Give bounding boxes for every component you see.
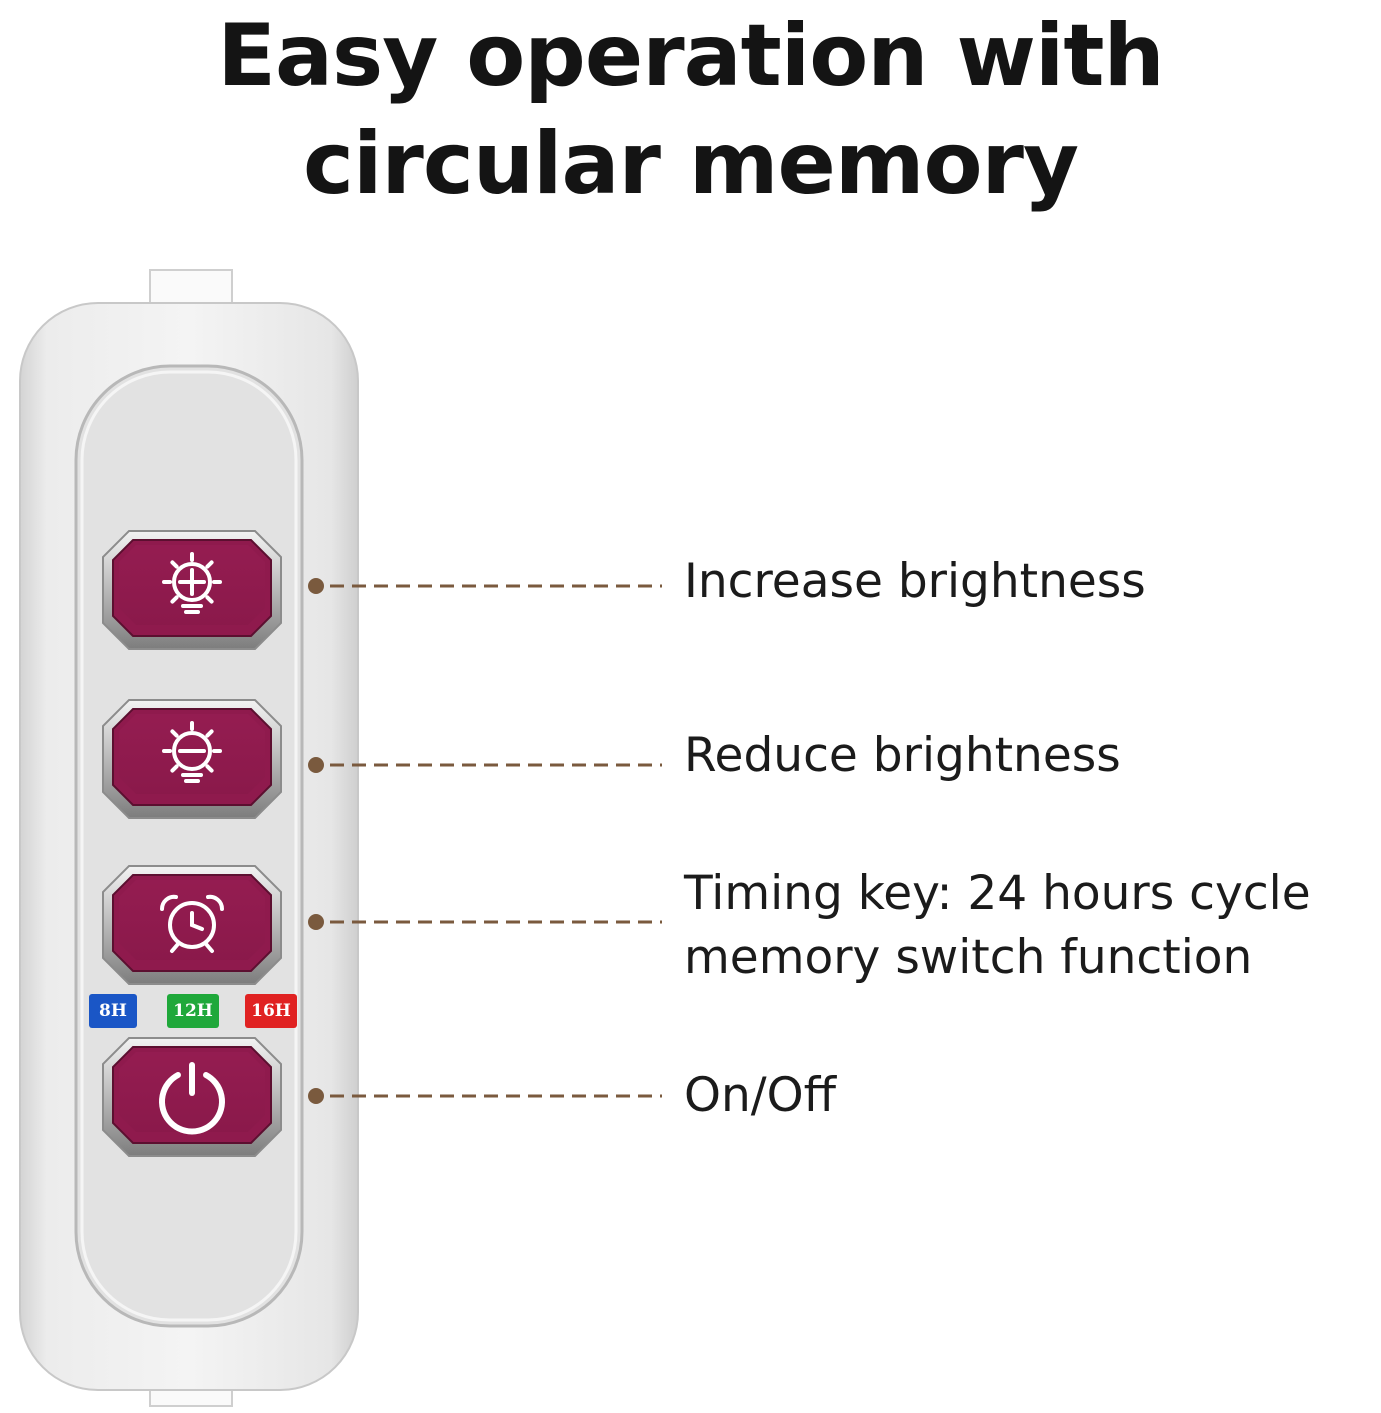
page-title: Easy operation with circular memory	[0, 2, 1381, 218]
increase-brightness-button[interactable]	[102, 530, 282, 650]
label-on-off: On/Off	[684, 1068, 836, 1123]
brightness-down-icon	[162, 721, 222, 783]
timer-button[interactable]	[102, 865, 282, 985]
label-reduce-brightness: Reduce brightness	[684, 728, 1121, 783]
timer-tag-8h: 8H	[89, 994, 137, 1028]
button-panel	[74, 364, 304, 1328]
label-timing-key-line-1: Timing key: 24 hours cycle	[684, 866, 1311, 921]
brightness-up-icon	[162, 552, 222, 614]
leader-line	[308, 578, 662, 594]
reduce-brightness-button[interactable]	[102, 699, 282, 819]
alarm-clock-icon	[159, 894, 225, 953]
timer-tag-16h: 16H	[245, 994, 297, 1028]
power-button[interactable]	[102, 1037, 282, 1157]
leader-line	[308, 914, 662, 930]
leader-line	[308, 757, 662, 773]
title-line-1: Easy operation with	[217, 6, 1164, 106]
title-line-2: circular memory	[302, 114, 1079, 214]
power-icon	[159, 1062, 225, 1135]
label-increase-brightness: Increase brightness	[684, 554, 1146, 609]
label-timing-key-line-2: memory switch function	[684, 930, 1253, 985]
leader-line	[308, 1088, 662, 1104]
timer-tag-12h: 12H	[167, 994, 219, 1028]
